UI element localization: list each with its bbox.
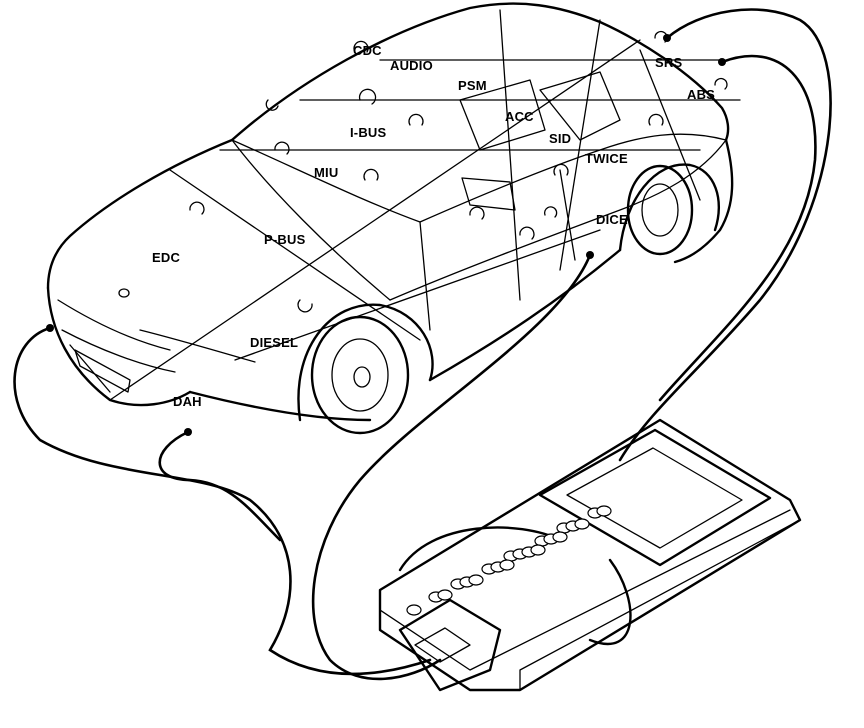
connector-dot: [586, 251, 594, 259]
tester-keypad: [406, 505, 612, 616]
label-twice: TWICE: [585, 151, 628, 166]
label-psm: PSM: [458, 78, 487, 93]
label-abs: ABS: [687, 87, 715, 102]
label-i-bus: I-BUS: [350, 125, 387, 140]
label-cdc: CDC: [353, 43, 382, 58]
diagnostic-tester: [378, 418, 802, 692]
keypad-key: [574, 518, 590, 530]
keypad-key: [468, 574, 484, 586]
bus-lines: [109, 9, 741, 401]
label-edc: EDC: [152, 250, 180, 265]
connector-dot: [718, 58, 726, 66]
puzzle-connectors: [189, 30, 728, 313]
cables: [13, 8, 832, 681]
keypad-key: [437, 589, 453, 601]
label-sid: SID: [549, 131, 571, 146]
keypad-key: [499, 559, 515, 571]
label-p-bus: P-BUS: [264, 232, 306, 247]
label-dice: DICE: [596, 212, 628, 227]
label-audio: AUDIO: [390, 58, 433, 73]
label-miu: MIU: [314, 165, 338, 180]
module-labels: CDC AUDIO SRS PSM ABS ACC I-BUS SID TWIC…: [152, 43, 715, 409]
keypad-key: [596, 505, 612, 517]
label-acc: ACC: [505, 109, 534, 124]
keypad-key: [530, 544, 546, 556]
label-diesel: DIESEL: [250, 335, 298, 350]
connector-dot: [46, 324, 54, 332]
label-dah: DAH: [173, 394, 202, 409]
connector-dot: [184, 428, 192, 436]
keypad-key: [406, 604, 422, 616]
keypad-key: [552, 531, 568, 543]
label-srs: SRS: [655, 55, 682, 70]
connector-dot: [663, 34, 671, 42]
